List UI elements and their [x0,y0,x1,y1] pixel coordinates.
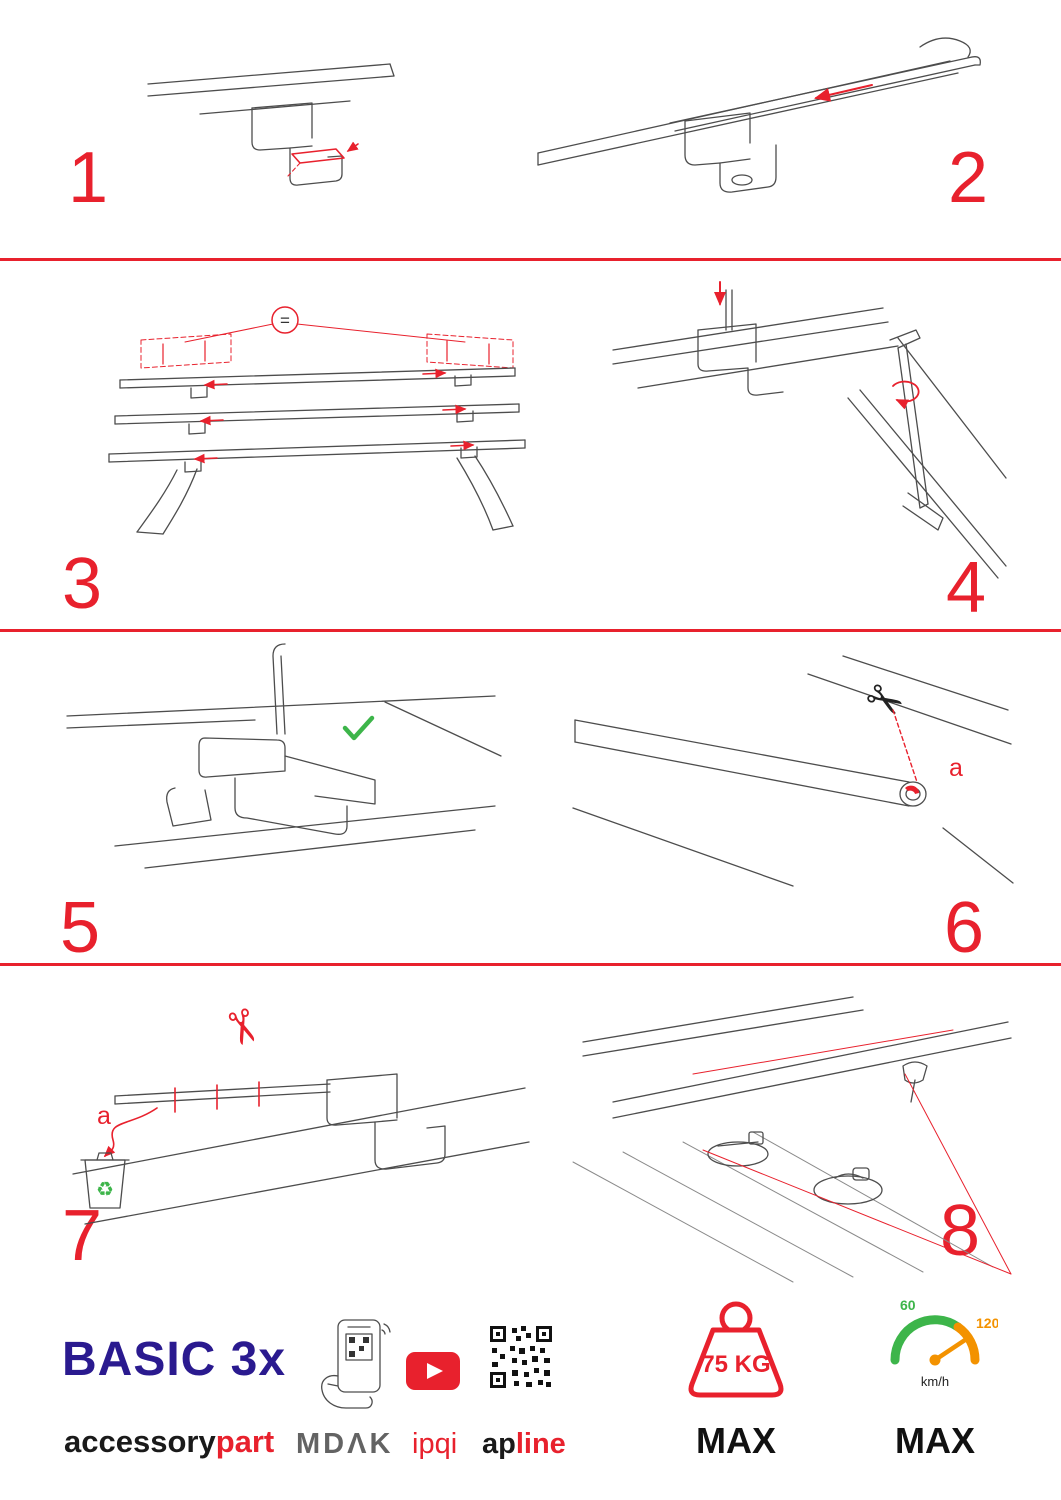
equal-spacing-callout: = [140,306,514,369]
max-weight-icon: 75 KG [670,1296,802,1404]
trash-icon: ♻ [80,1152,130,1209]
step-number-1: 1 [68,138,109,218]
cut-marks [174,1081,260,1113]
check-icon [342,715,375,741]
step-number-4: 4 [946,548,987,628]
step8-illustration [553,982,1020,1287]
phone-qr-pattern [349,1337,369,1357]
bar-end-drawing [572,655,1014,887]
speed-unit-label: km/h [921,1374,949,1389]
step-number-3: 3 [62,544,103,624]
youtube-icon [406,1352,460,1390]
speed-max-label: MAX [895,1420,975,1461]
brand-logo: accessorypart [64,1424,274,1460]
label-a: a [97,1102,111,1130]
step3-illustration: = [45,282,545,537]
crossbars-drawing [108,367,526,535]
roof-rail-drawing [147,63,395,186]
speedometer-icon: 60 120 km/h [872,1296,998,1396]
strip-clamp-drawing [72,1073,530,1225]
roof-overview-drawing [572,996,1012,1283]
scissors-icon: ✂ [856,671,913,732]
logo-apline: apline [482,1428,566,1461]
step-number-7: 7 [62,1196,103,1276]
alignment-lines [692,1029,1012,1275]
cut-guide-line [892,709,918,783]
step-number-2: 2 [948,138,989,218]
speed-low-label: 60 [900,1297,916,1313]
step-number-8: 8 [940,1191,981,1271]
adjust-arrows [193,368,475,464]
rail-clamp-drawing [612,289,1007,579]
spacer-plate-highlight [287,141,359,177]
crossbar-drawing [537,37,981,193]
discard-path-line [103,1107,158,1158]
step-number-6: 6 [944,888,985,968]
apline-part1: ap [482,1428,516,1460]
step1-illustration [140,50,440,235]
brand-part1: accessory [64,1424,216,1459]
step7-illustration: ✂ a ♻ [45,992,537,1242]
apline-part2: line [515,1428,566,1460]
section-divider [0,258,1061,261]
weight-max-label: MAX [696,1420,776,1461]
scissors-icon: ✂ [211,1001,272,1054]
product-name: BASIC 3x [62,1333,287,1386]
qr-code [488,1324,554,1390]
recycle-icon: ♻ [96,1179,114,1201]
brand-part2: part [215,1424,275,1459]
speed-high-label: 120 [976,1315,998,1331]
weight-value: 75 KG [701,1351,770,1378]
scan-phone-icon [308,1316,394,1410]
rubber-strip-highlight [905,785,920,794]
rotate-arrow [892,380,920,410]
section-divider [0,629,1061,632]
clamp-assembly-drawing [66,643,502,869]
step2-illustration [520,25,1000,210]
equals-label: = [280,311,290,330]
step-number-5: 5 [60,888,101,968]
logo-mdak: MDΛK [296,1428,394,1460]
step5-illustration [55,638,515,903]
section-divider [0,963,1061,966]
step6-illustration: ✂ a [553,648,1015,903]
logo-ipqi: ipqi [412,1428,458,1460]
label-a: a [949,754,963,782]
slide-direction-arrow [814,84,873,102]
allen-key-drawing [889,329,944,531]
step4-illustration [598,278,1010,623]
